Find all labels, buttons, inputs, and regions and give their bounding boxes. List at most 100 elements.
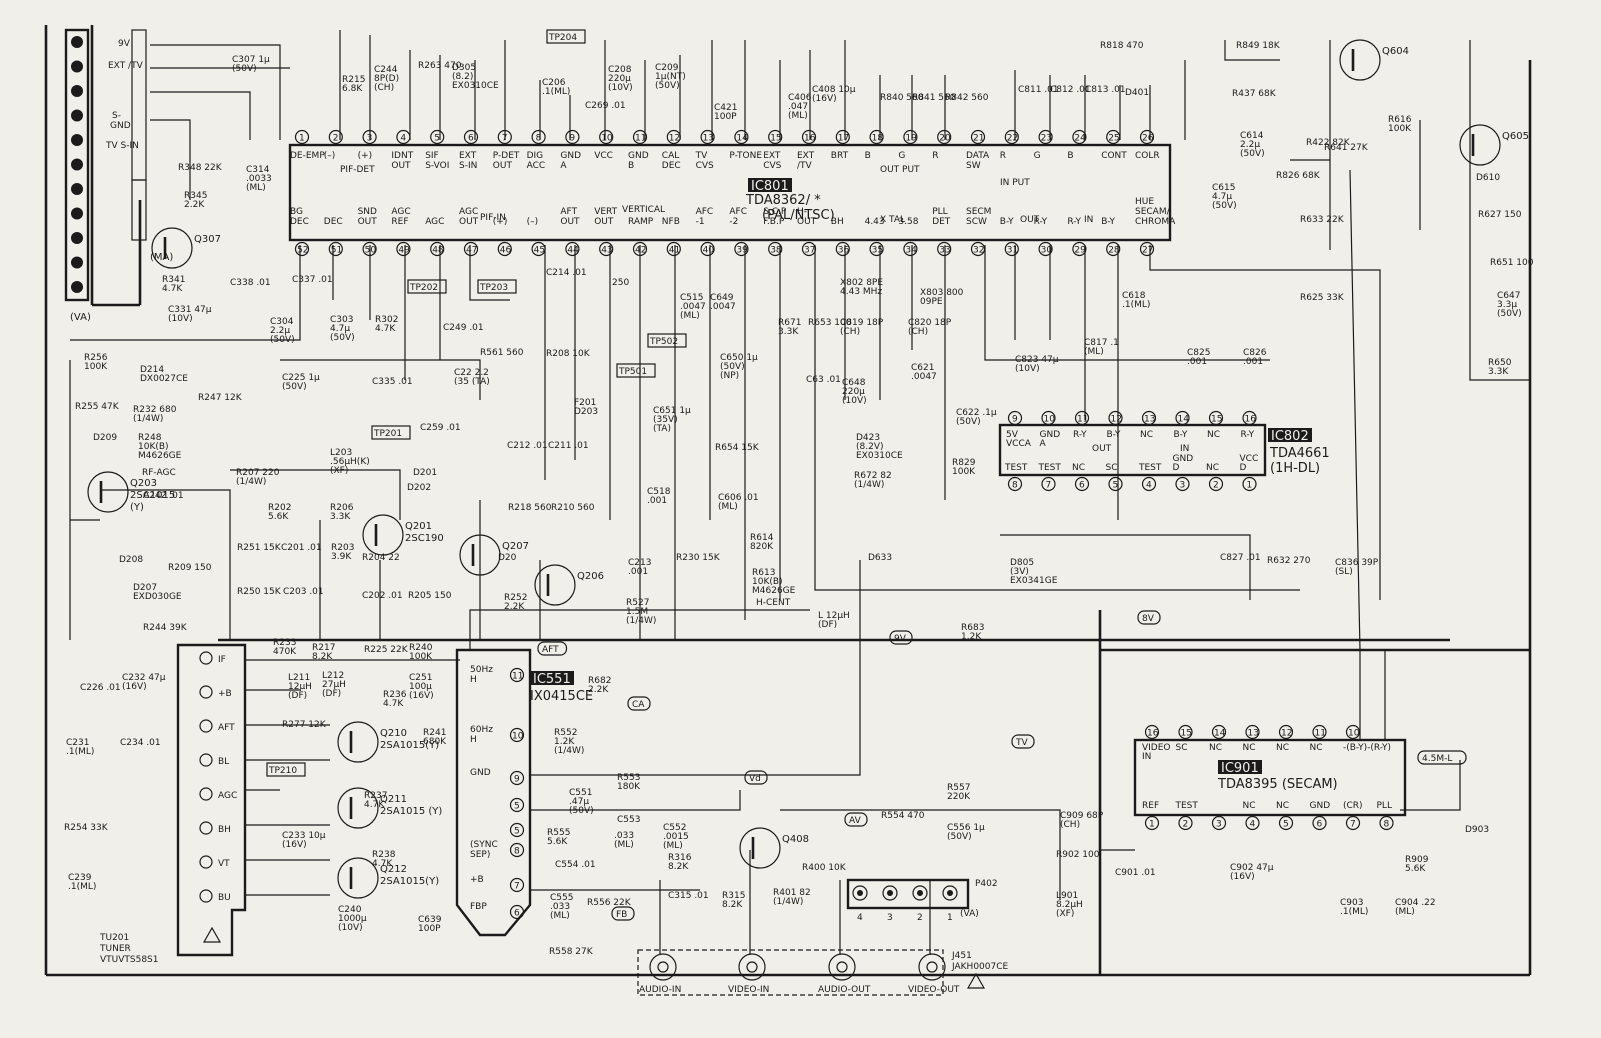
component-label: (ML) [246, 183, 266, 193]
ic801-top-pin-label: B [628, 161, 634, 171]
ic802-bottom-pin-label: D [1240, 463, 1247, 473]
ic801-top-pin-num: 5 [434, 134, 440, 144]
component-label: C249 .01 [443, 323, 484, 333]
ic901-bottom-pin-label: PLL [1377, 801, 1392, 811]
component-label: 1.2K [554, 737, 575, 747]
component-label: R557 [947, 783, 970, 793]
component-label: .47μ [569, 797, 589, 807]
ic901-bottom-pin-num: 4 [1250, 820, 1256, 830]
component-label: R401 82 [773, 888, 811, 898]
component-label: (ML) [1395, 907, 1415, 917]
component-label: L203 [330, 448, 352, 458]
component-label: R316 [668, 853, 692, 863]
component-label: R205 150 [408, 591, 452, 601]
component-label: C618 [1122, 291, 1146, 301]
component-label: R627 150 [1478, 210, 1522, 220]
component-label: (CH) [374, 83, 394, 93]
component-label: 8.2K [722, 900, 743, 910]
component-label: (1/4W) [236, 477, 266, 487]
component-label: 27μH [322, 680, 346, 690]
ic551-pin-num: 9 [514, 775, 520, 785]
testpoint-label: TP210 [268, 766, 297, 776]
ic801-bottom-pin-num: 37 [804, 246, 815, 256]
component-label: 100P [714, 112, 737, 122]
component-label: 2.2K [504, 602, 525, 612]
component-label: (CH) [1060, 820, 1080, 830]
component-label: C421 [714, 103, 737, 113]
component-label: F201 [574, 398, 596, 408]
transistor-name: Q201 [405, 521, 432, 532]
component-label: (1/4W) [773, 897, 803, 907]
ic801-bottom-pin-label: DET [932, 217, 951, 227]
ic551-pin-label: (SYNC [470, 840, 498, 850]
ic901-part: TDA8395 (SECAM) [1217, 777, 1338, 792]
p402-sub: (VA) [960, 909, 979, 919]
component-label: .1(ML) [68, 882, 96, 892]
component-label: (ML) [663, 841, 683, 851]
component-label: R252 [504, 593, 527, 603]
component-label: (50V) [956, 417, 981, 427]
ic901-top-pin-num: 13 [1248, 729, 1259, 739]
ic802-bottom-pin-num: 1 [1247, 481, 1253, 491]
component-label: C269 .01 [585, 101, 626, 111]
component-label: .1(ML) [542, 87, 570, 97]
tuner-pin-label: AFT [218, 723, 235, 733]
component-label: 220K [947, 792, 971, 802]
ic901-bottom-pin-num: 8 [1384, 820, 1390, 830]
ic801-top-pin-label: (–) [324, 151, 336, 161]
component-label: R233 [273, 638, 296, 648]
component-label: 1.2K [961, 632, 982, 642]
ic802-bottom-pin-label: VCC [1240, 454, 1259, 464]
component-label: L 12μH [818, 611, 850, 621]
ic801-bottom-pin-num: 35 [872, 246, 883, 256]
ic801-bottom-pin [565, 241, 580, 257]
ic801-bottom-pin-label: H- [797, 207, 807, 217]
ic802-bottom-pin-num: 2 [1213, 481, 1219, 491]
component-label: R345 [184, 191, 207, 201]
component-label: (8.2V) [856, 442, 884, 452]
component-label: 680K [423, 737, 447, 747]
ic901-bottom-pin [1379, 815, 1394, 831]
ic801-bottom-pin-num: 40 [703, 246, 715, 256]
ic801-top-pin-num: 23 [1041, 134, 1052, 144]
component-label: C622 .1μ [956, 408, 997, 418]
component-label: R841 560 [912, 93, 956, 103]
transistor-name: Q207 [502, 541, 529, 552]
ic801-top-pin [937, 129, 952, 145]
component-label: C518 [647, 487, 671, 497]
ic802-bottom-pin-num: 6 [1079, 481, 1085, 491]
tuner-warning-icon [202, 926, 222, 943]
ic801-bottom-pin-label: AGC [459, 207, 478, 217]
transistor-name: Q211 [380, 794, 407, 805]
ic801-bottom-pin-num: 28 [1108, 246, 1120, 256]
ic801-top-pin-num: 22 [1007, 134, 1018, 144]
ic801-top-pin-num: 24 [1074, 134, 1086, 144]
component-label: R909 [1405, 855, 1429, 865]
ic801-top-pin-label: A [560, 161, 567, 171]
component-label: R241 [423, 728, 446, 738]
ic551-pin [509, 822, 525, 838]
component-label: 4.7K [162, 284, 183, 294]
ic901-bottom-pin-label: NC [1276, 801, 1289, 811]
ic801-bottom-pin-label: DEC [324, 217, 343, 227]
ic901-top-pin-label: NC [1209, 743, 1222, 753]
ic901-top-pin [1312, 724, 1327, 740]
ic801-bottom-pin-label: (–) [527, 217, 539, 227]
ic551-pin-label: FBP [470, 902, 487, 912]
component-label: .1(ML) [66, 747, 94, 757]
tuner-pin [199, 855, 213, 869]
component-label: R818 470 [1100, 41, 1144, 51]
jack-label: VIDEO-IN [728, 985, 769, 995]
ic801-top-pin-num: 18 [872, 134, 884, 144]
ic801-top-pin-label: EXT [459, 151, 477, 161]
ic802-bottom-pin-label: TEST [1004, 463, 1028, 473]
ic801-bottom-pin-label: AGC [425, 217, 444, 227]
ic551-pin [509, 877, 525, 893]
component-label: (50V) [1497, 309, 1522, 319]
ic801-pifin-group: PIF-IN [480, 213, 506, 223]
ic801-bottom-pin-num: 51 [331, 246, 342, 256]
component-label: R683 [961, 623, 984, 633]
va-pin-ext-label: EXT /TV [108, 61, 144, 71]
component-label: 2.2μ [1240, 140, 1260, 150]
